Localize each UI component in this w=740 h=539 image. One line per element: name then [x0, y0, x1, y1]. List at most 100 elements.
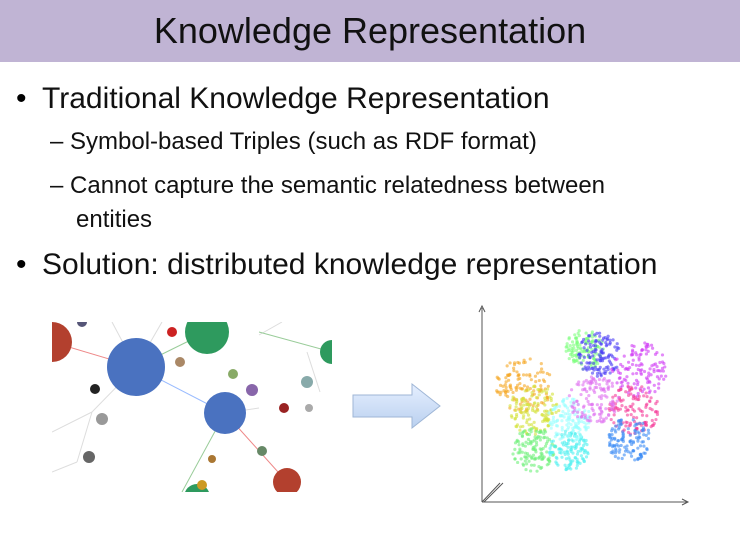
embedding-point — [510, 398, 514, 402]
embedding-point — [515, 414, 519, 419]
embedding-point — [546, 384, 550, 388]
embedding-point — [650, 364, 654, 368]
embedding-point — [649, 396, 653, 400]
embedding-point — [521, 396, 526, 400]
embedding-point — [560, 419, 564, 423]
embedding-point — [498, 383, 503, 387]
embedding-point — [635, 382, 640, 387]
embedding-point — [534, 404, 539, 409]
embedding-point — [573, 421, 578, 425]
embedding-point — [633, 458, 637, 462]
embedding-point — [575, 452, 580, 456]
embedding-point — [588, 415, 592, 419]
embedding-point — [625, 375, 629, 379]
graph-node-thumbnails — [77, 322, 313, 490]
embedding-point — [518, 449, 522, 453]
embedding-point — [537, 464, 541, 469]
embedding-point — [623, 367, 627, 371]
embedding-point — [518, 386, 522, 390]
embedding-point — [579, 415, 584, 419]
embedding-point — [545, 371, 549, 376]
embedding-point — [526, 437, 531, 441]
embedding-point — [599, 416, 603, 420]
embedding-point — [638, 388, 643, 392]
embedding-point — [607, 443, 612, 448]
embedding-point — [622, 354, 626, 358]
embedding-point — [626, 393, 631, 398]
embedding-point — [574, 466, 579, 470]
embedding-point — [575, 463, 579, 468]
sub-bullet-text: Symbol-based Triples (such as RDF format… — [70, 128, 537, 155]
embedding-point — [653, 390, 657, 394]
embedding-point — [646, 374, 651, 378]
embedding-point — [598, 334, 602, 338]
embedding-point — [591, 354, 595, 358]
embedding-point — [536, 371, 540, 375]
embedding-point — [585, 418, 589, 422]
embedding-point — [649, 373, 653, 377]
embedding-point — [619, 362, 623, 367]
embedding-point — [521, 403, 526, 407]
embedding-point — [593, 412, 597, 416]
embedding-point — [584, 396, 589, 401]
embedding-point — [597, 383, 602, 387]
embedding-point — [577, 383, 581, 387]
embedding-point — [620, 438, 624, 442]
embedding-point — [590, 371, 595, 375]
embedding-point — [613, 436, 617, 440]
embedding-point — [521, 462, 525, 466]
embedding-point — [642, 394, 646, 398]
embedding-point — [595, 331, 599, 335]
embedding-point — [655, 364, 659, 369]
embedding-point — [533, 445, 537, 449]
embedding-point — [548, 459, 552, 463]
embedding-point — [626, 427, 630, 431]
embedding-point — [547, 418, 551, 422]
knowledge-graph-image — [52, 322, 332, 492]
embedding-point — [604, 416, 608, 420]
embedding-point — [579, 346, 583, 350]
sub-bullet-semantic: – Cannot capture the semantic relatednes… — [50, 172, 606, 199]
embedding-point — [539, 361, 543, 366]
embedding-point — [509, 414, 514, 418]
embedding-point — [506, 394, 510, 399]
embedding-point — [524, 440, 528, 444]
embedding-point — [579, 435, 583, 439]
embedding-point — [541, 446, 545, 451]
embedding-point — [657, 377, 661, 381]
embedding-point — [568, 352, 573, 357]
embedding-point — [616, 439, 620, 443]
embedding-point — [641, 427, 645, 432]
embedding-point — [664, 374, 668, 378]
embedding-point — [567, 465, 571, 469]
embedding-point — [534, 380, 538, 384]
z-axis — [481, 482, 501, 503]
embedding-point — [508, 373, 512, 377]
embedding-point — [644, 352, 649, 356]
embedding-point — [537, 378, 541, 383]
embedding-point — [577, 408, 581, 412]
embedding-point — [525, 385, 530, 389]
embedding-point — [624, 405, 628, 409]
embedding-point — [635, 422, 639, 426]
embedding-point — [575, 415, 580, 419]
embedding-point — [565, 342, 569, 346]
embedding-point — [618, 387, 623, 392]
embedding-point — [511, 395, 515, 399]
embedding-point — [513, 417, 517, 421]
embedding-point — [566, 441, 570, 446]
embedding-point — [588, 356, 592, 360]
embedding-point — [529, 423, 534, 427]
embedding-point — [499, 390, 503, 394]
embedding-point — [523, 459, 527, 463]
embedding-point — [649, 343, 654, 347]
embedding-point — [608, 371, 612, 375]
embedding-point — [587, 339, 591, 343]
embedding-point — [543, 398, 547, 403]
embedding-point — [515, 386, 519, 390]
embedding-point — [523, 444, 527, 448]
embedding-point — [526, 413, 531, 417]
embedding-point — [520, 406, 524, 411]
embedding-point — [607, 379, 611, 383]
embedding-point — [516, 439, 521, 444]
